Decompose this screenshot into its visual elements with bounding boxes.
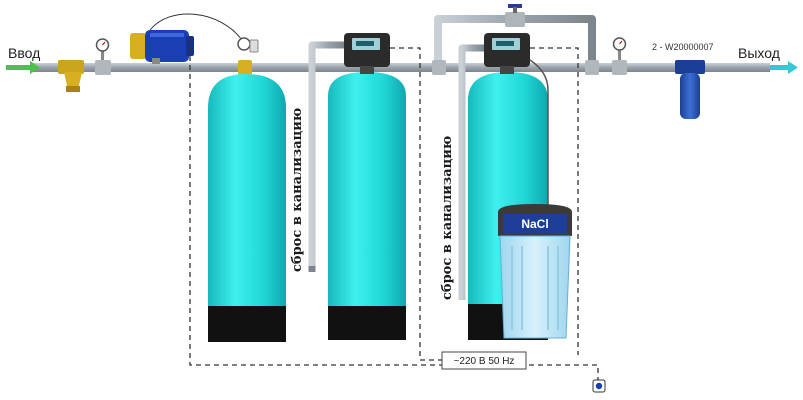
power-supply-label: ~220 В 50 Hz [454, 356, 515, 367]
pipe-fitting [95, 60, 111, 75]
outlet-arrow [770, 61, 798, 74]
pressure-gauge-inlet [95, 38, 110, 63]
brine-tank-label: NaCl [521, 217, 548, 231]
drain-pipe-1 [308, 41, 344, 272]
pump-cable [149, 13, 243, 41]
outlet-label: Выход [738, 45, 780, 61]
bypass-valve [505, 4, 525, 27]
control-line-valve-1 [390, 47, 442, 361]
power-plug-icon [592, 379, 606, 393]
cartridge-filter [675, 60, 705, 119]
model-code-label: 2 - W20000007 [652, 42, 714, 52]
brine-tank [498, 204, 572, 339]
control-line-pump [189, 38, 599, 384]
drain-pipe-1-end [308, 266, 316, 272]
pressure-gauge-outlet [612, 37, 627, 75]
drain-label-2: сброс в канализацию [440, 136, 455, 300]
inlet-label: Ввод [8, 45, 40, 61]
control-valve-1 [344, 33, 390, 74]
booster-pump [130, 30, 194, 64]
control-valve-2 [484, 33, 530, 74]
drain-label-1: сброс в канализацию [290, 108, 305, 272]
main-pipe [30, 63, 770, 72]
filter-tank-1 [208, 74, 286, 342]
power-supply-box [441, 351, 527, 370]
brine-line [529, 59, 549, 215]
y-strainer [58, 60, 84, 92]
inlet-arrow [6, 61, 40, 74]
pressure-gauge-tank [237, 37, 259, 75]
filter-tank-2 [328, 72, 406, 340]
control-line-valve-2 [530, 47, 579, 355]
drain-pipe-2 [458, 44, 484, 300]
